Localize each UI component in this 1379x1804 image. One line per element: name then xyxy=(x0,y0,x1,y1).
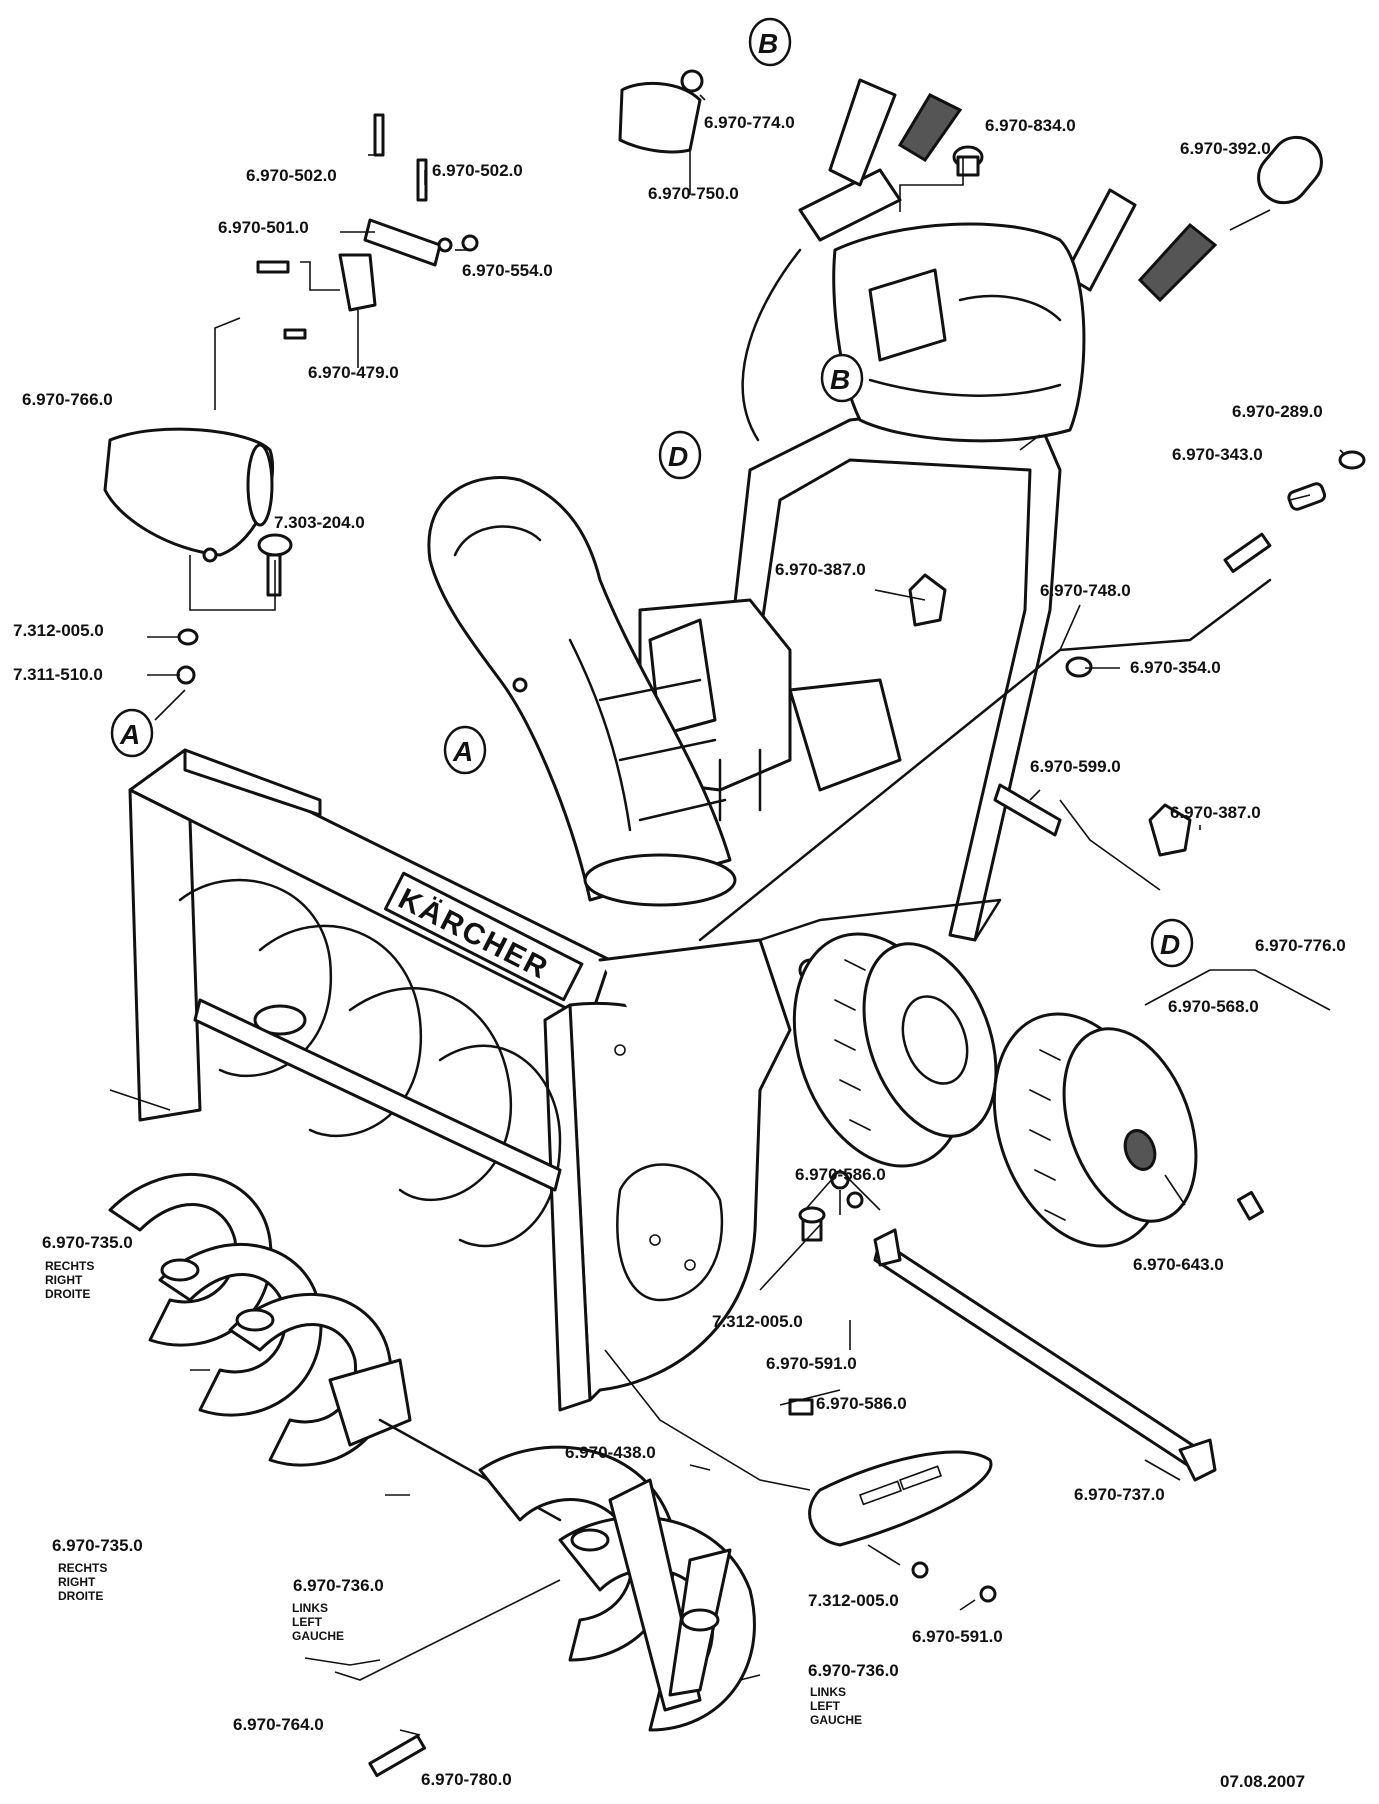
part-label: 6.970-387.0 xyxy=(1170,803,1261,822)
sublabel-left-1: LINKS xyxy=(292,1601,328,1615)
skid-shoe xyxy=(808,1450,993,1547)
part-label: 6.970-748.0 xyxy=(1040,581,1131,600)
part-label: 6.970-776.0 xyxy=(1255,936,1346,955)
part-label: 7.303-204.0 xyxy=(274,513,365,532)
leader-lines xyxy=(109,94,1346,1736)
part-label: 6.970-502.0 xyxy=(432,161,523,180)
svg-text:B: B xyxy=(758,28,778,59)
part-label: 6.970-354.0 xyxy=(1130,658,1221,677)
part-label: 6.970-289.0 xyxy=(1232,402,1323,421)
marker-d-frame: D xyxy=(658,430,702,480)
handle-frame xyxy=(718,78,1218,942)
part-label: 6.970-736.0 xyxy=(808,1661,899,1680)
part-label: 6.970-736.0 xyxy=(293,1576,384,1595)
part-label: 6.970-591.0 xyxy=(912,1627,1003,1646)
part-label: 6.970-735.0 xyxy=(42,1233,133,1252)
part-label: 6.970-735.0 xyxy=(52,1536,143,1555)
auger-exploded-right xyxy=(108,1173,412,1467)
sublabel-right-2: RIGHT xyxy=(58,1575,96,1589)
part-label: 6.970-554.0 xyxy=(462,261,553,280)
side-sublabels: RECHTS RIGHT DROITE RECHTS RIGHT DROITE … xyxy=(45,1259,862,1727)
part-label: 6.970-586.0 xyxy=(816,1394,907,1413)
part-label: 6.970-834.0 xyxy=(985,116,1076,135)
rod-end xyxy=(1223,532,1272,573)
marker-d-bolt: D xyxy=(1150,918,1194,968)
part-labels: 6.970-502.0 6.970-502.0 6.970-501.0 6.97… xyxy=(13,113,1346,1789)
scraper-bracket-left xyxy=(873,1228,902,1267)
sublabel-left-2: LEFT xyxy=(292,1615,323,1629)
sublabel-left-1: LINKS xyxy=(810,1685,846,1699)
sublabel-right-1: RECHTS xyxy=(58,1561,107,1575)
chute-linkage-rod xyxy=(698,578,1272,942)
sublabel-right-2: RIGHT xyxy=(45,1273,83,1287)
sublabel-left-3: GAUCHE xyxy=(292,1629,344,1643)
part-label: 6.970-774.0 xyxy=(704,113,795,132)
part-label: 6.970-750.0 xyxy=(648,184,739,203)
part-label: 6.970-501.0 xyxy=(218,218,309,237)
svg-text:D: D xyxy=(1160,929,1180,960)
wheel-upper xyxy=(792,932,998,1168)
scraper-bracket-right xyxy=(1178,1438,1217,1482)
part-label: 6.970-780.0 xyxy=(421,1770,512,1789)
sublabel-right-3: DROITE xyxy=(58,1589,103,1603)
part-label: 6.970-479.0 xyxy=(308,363,399,382)
marker-a-left: A xyxy=(110,708,154,758)
sublabel-left-3: GAUCHE xyxy=(810,1713,862,1727)
part-label: 6.970-438.0 xyxy=(565,1443,656,1462)
part-label: 6.970-392.0 xyxy=(1180,139,1271,158)
discharge-chute xyxy=(427,476,737,907)
part-label: 6.970-387.0 xyxy=(775,560,866,579)
part-label: 6.970-766.0 xyxy=(22,390,113,409)
part-label: 6.970-586.0 xyxy=(795,1165,886,1184)
part-label: 6.970-737.0 xyxy=(1074,1485,1165,1504)
part-label: 6.970-502.0 xyxy=(246,166,337,185)
part-label: 6.970-643.0 xyxy=(1133,1255,1224,1274)
part-label: 7.311-510.0 xyxy=(13,665,103,684)
marker-a-chute: A xyxy=(443,725,487,775)
svg-text:A: A xyxy=(452,736,473,767)
augers-installed xyxy=(178,878,562,1248)
scraper-bar xyxy=(873,1238,1202,1472)
part-label: 7.312-005.0 xyxy=(712,1312,803,1331)
marker-b-console: B xyxy=(820,353,864,403)
part-label: 6.970-568.0 xyxy=(1168,997,1259,1016)
skid-slot-2 xyxy=(898,1465,943,1491)
snow-blower-drawing: KÄRCHER xyxy=(103,69,1366,1778)
part-label: 6.970-599.0 xyxy=(1030,757,1121,776)
marker-b-top: B xyxy=(748,17,792,67)
part-label: 6.970-591.0 xyxy=(766,1354,857,1373)
wheel-lower xyxy=(992,1012,1198,1248)
svg-text:B: B xyxy=(830,364,850,395)
sublabel-left-2: LEFT xyxy=(810,1699,841,1713)
part-label: 7.312-005.0 xyxy=(808,1591,899,1610)
svg-text:D: D xyxy=(668,441,688,472)
part-label: 6.970-343.0 xyxy=(1172,445,1263,464)
part-label: 6.970-764.0 xyxy=(233,1715,324,1734)
hardware xyxy=(103,69,1366,1778)
auger-exploded-left xyxy=(478,1445,756,1732)
document-date: 07.08.2007 xyxy=(1220,1772,1306,1791)
sublabel-right-3: DROITE xyxy=(45,1287,90,1301)
svg-text:A: A xyxy=(119,719,140,750)
part-label: 7.312-005.0 xyxy=(13,621,104,640)
skid-slot-1 xyxy=(858,1480,903,1506)
sublabel-right-1: RECHTS xyxy=(45,1259,94,1273)
